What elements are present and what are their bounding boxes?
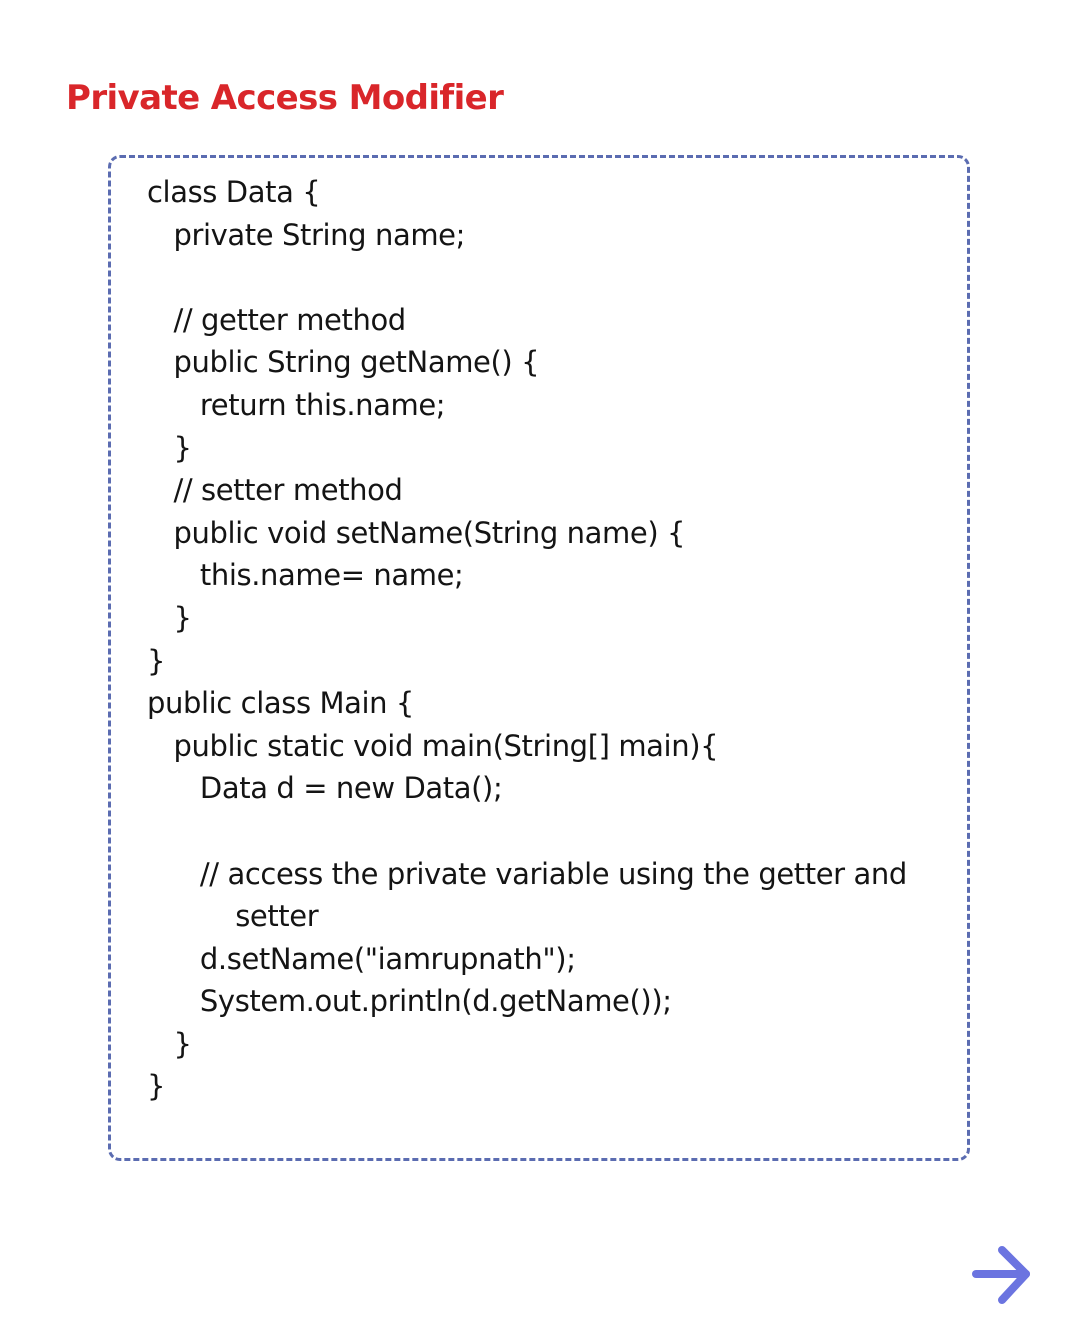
code-indent xyxy=(147,729,173,763)
code-text: } xyxy=(147,643,166,678)
page-title: Private Access Modifier xyxy=(66,78,504,118)
next-slide-button[interactable] xyxy=(968,1244,1036,1308)
code-indent xyxy=(147,388,200,422)
code-text: Data d = new Data(); xyxy=(199,771,503,806)
code-text: return this.name; xyxy=(199,387,446,422)
code-text: // access the private variable using the… xyxy=(199,856,907,891)
code-indent xyxy=(147,771,200,805)
code-indent xyxy=(147,601,173,635)
code-text: } xyxy=(147,1069,166,1104)
code-indent xyxy=(147,516,173,550)
code-line xyxy=(147,256,969,299)
code-indent xyxy=(147,984,200,1018)
code-text: d.setName("iamrupnath"); xyxy=(199,941,576,976)
code-text: public String getName() { xyxy=(173,345,540,380)
code-line: d.setName("iamrupnath"); xyxy=(147,938,969,981)
code-text: // getter method xyxy=(173,302,406,337)
code-text: setter xyxy=(235,899,319,934)
code-indent xyxy=(147,899,235,933)
code-line: } xyxy=(147,1023,969,1066)
code-text: System.out.println(d.getName()); xyxy=(199,984,672,1019)
code-line: setter xyxy=(147,895,969,938)
code-line: public static void main(String[] main){ xyxy=(147,725,969,768)
code-line: Data d = new Data(); xyxy=(147,767,969,810)
code-indent xyxy=(147,857,200,891)
code-listing: class Data { private String name; // get… xyxy=(147,171,969,1108)
code-line: class Data { xyxy=(147,171,969,214)
code-indent xyxy=(147,303,173,337)
code-line: System.out.println(d.getName()); xyxy=(147,980,969,1023)
code-text: class Data { xyxy=(147,175,321,209)
arrow-right-icon xyxy=(972,1246,1030,1304)
code-indent xyxy=(147,473,173,507)
code-indent xyxy=(147,431,173,465)
code-line: } xyxy=(147,1065,969,1108)
code-text: private String name; xyxy=(173,217,465,252)
code-text: public class Main { xyxy=(147,686,414,721)
code-text: public void setName(String name) { xyxy=(173,515,686,550)
code-line: public String getName() { xyxy=(147,341,969,384)
code-line xyxy=(147,810,969,853)
code-line: public class Main { xyxy=(147,682,969,725)
code-line: // getter method xyxy=(147,299,969,342)
code-text: this.name= name; xyxy=(199,558,464,593)
code-indent xyxy=(147,942,200,976)
code-text: } xyxy=(173,1026,192,1061)
code-line: this.name= name; xyxy=(147,554,969,597)
code-indent xyxy=(147,1027,173,1061)
code-indent xyxy=(147,218,173,252)
code-snippet-box xyxy=(108,155,970,1161)
code-line: } xyxy=(147,640,969,683)
code-line: return this.name; xyxy=(147,384,969,427)
code-text: } xyxy=(173,430,192,465)
code-line: } xyxy=(147,597,969,640)
code-line: // access the private variable using the… xyxy=(147,853,969,896)
code-line: // setter method xyxy=(147,469,969,512)
code-text: // setter method xyxy=(173,473,403,508)
code-indent xyxy=(147,558,200,592)
code-line: private String name; xyxy=(147,214,969,257)
code-text: public static void main(String[] main){ xyxy=(173,728,719,763)
code-indent xyxy=(147,345,173,379)
code-line: public void setName(String name) { xyxy=(147,512,969,555)
code-line: } xyxy=(147,427,969,470)
code-text: } xyxy=(173,600,192,635)
